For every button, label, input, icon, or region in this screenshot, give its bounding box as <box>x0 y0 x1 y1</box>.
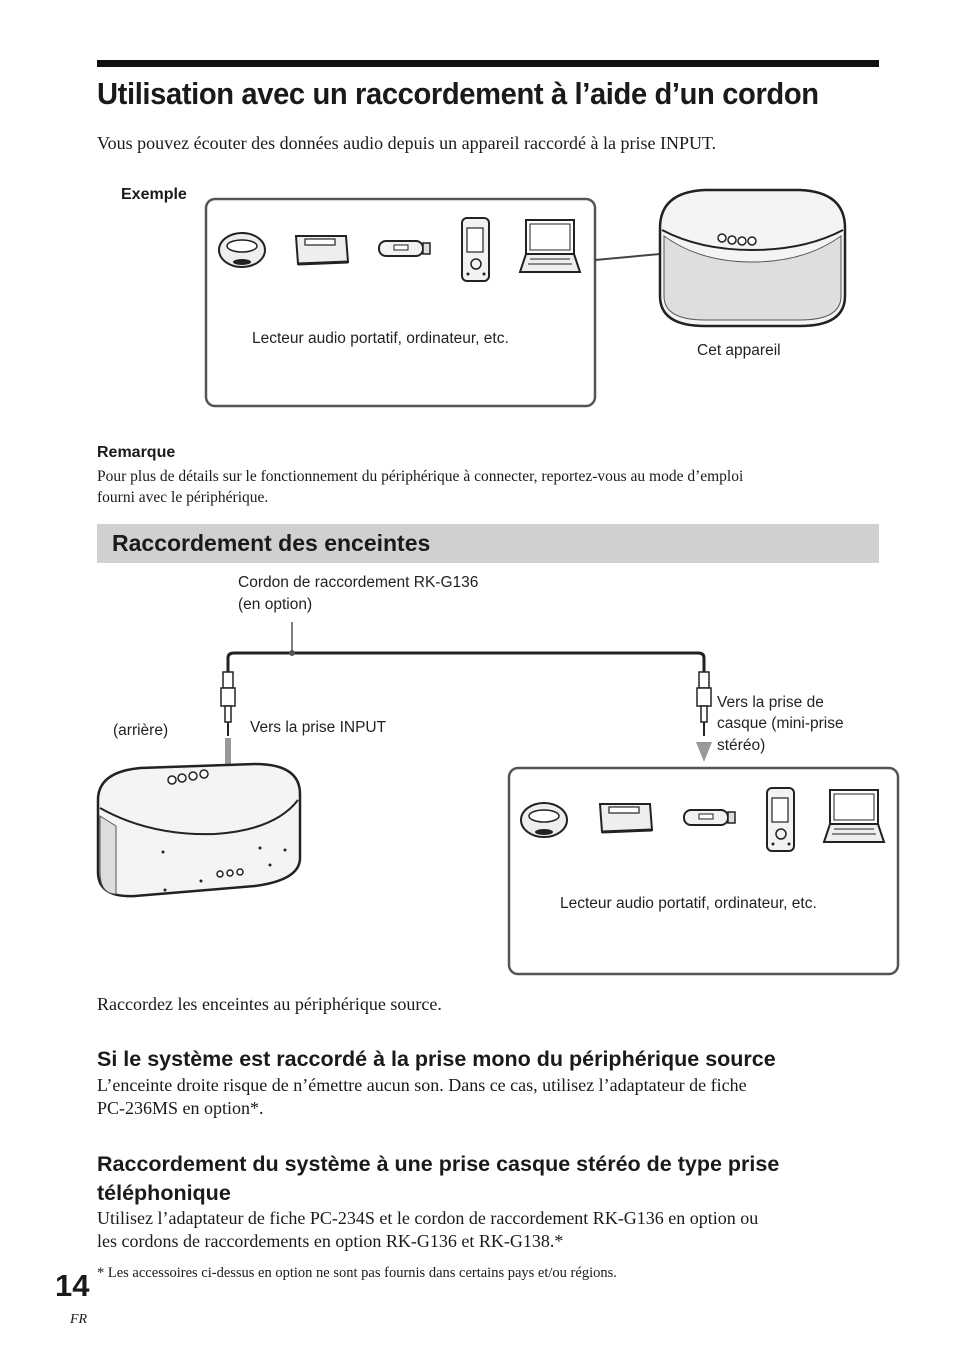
sub1-line1: L’enceinte droite risque de n’émettre au… <box>97 1075 747 1095</box>
speaker-icon <box>658 188 847 328</box>
cable-label-line2: (en option) <box>238 596 313 613</box>
laptop-icon <box>822 789 886 843</box>
note-text-line2: fourni avec le périphérique. <box>97 489 269 506</box>
usb-player-icon <box>683 809 736 826</box>
example-devices-caption: Lecteur audio portatif, ordinateur, etc. <box>252 330 509 347</box>
footnote: * Les accessoires ci-dessus en option ne… <box>97 1265 617 1281</box>
md-player-icon <box>598 803 654 834</box>
headphone-label-line3: stéréo) <box>717 737 766 754</box>
walkman-icon <box>461 217 490 282</box>
sub2-heading-line2: téléphonique <box>97 1181 231 1205</box>
usb-player-icon <box>378 240 431 257</box>
page-title: Utilisation avec un raccordement à l’aid… <box>97 76 819 111</box>
laptop-icon <box>518 219 582 273</box>
cable-label-line1: Cordon de raccordement RK-G136 <box>238 574 479 591</box>
plug-icon <box>220 671 236 736</box>
cd-player-icon <box>218 232 266 268</box>
cd-player-icon <box>520 802 568 838</box>
top-rule <box>97 60 879 67</box>
rear-label: (arrière) <box>113 722 169 739</box>
example-diagram <box>204 188 847 408</box>
sub2-line1: Utilisez l’adaptateur de fiche PC-234S e… <box>97 1208 759 1228</box>
input-label: Vers la prise INPUT <box>250 719 387 736</box>
sub1-heading: Si le système est raccordé à la prise mo… <box>97 1047 776 1071</box>
walkman-icon <box>766 787 795 852</box>
headphone-label-line1: Vers la prise de <box>717 694 824 711</box>
connection-diagram <box>96 622 900 976</box>
connect-text: Raccordez les enceintes au périphérique … <box>97 994 442 1014</box>
section-bar <box>97 524 879 563</box>
plug-icon <box>696 671 712 736</box>
headphone-label-line2: casque (mini-prise <box>717 715 844 732</box>
speaker-rear-icon <box>96 762 302 898</box>
sub2-line2: les cordons de raccordements en option R… <box>97 1231 564 1251</box>
intro-text: Vous pouvez écouter des données audio de… <box>97 133 717 153</box>
example-label: Exemple <box>121 186 187 203</box>
diagram2-devices-caption: Lecteur audio portatif, ordinateur, etc. <box>560 895 817 912</box>
section-title: Raccordement des enceintes <box>112 530 431 556</box>
sub1-line2: PC-236MS en option*. <box>97 1098 264 1118</box>
sub2-heading-line1: Raccordement du système à une prise casq… <box>97 1152 780 1176</box>
note-heading: Remarque <box>97 444 176 461</box>
note-text-line1: Pour plus de détails sur le fonctionneme… <box>97 468 744 485</box>
page-number: 14 <box>55 1268 90 1303</box>
md-player-icon <box>294 235 350 266</box>
example-speaker-caption: Cet appareil <box>697 342 781 359</box>
page-language: FR <box>70 1312 88 1327</box>
